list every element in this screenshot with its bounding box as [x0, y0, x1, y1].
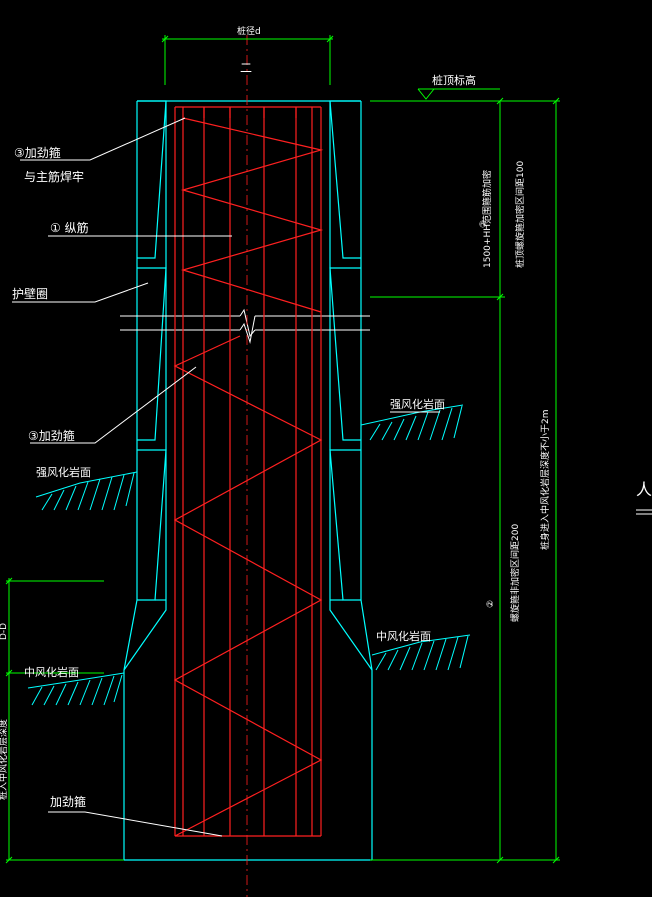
- pile-outline: [123, 100, 373, 861]
- strong-weathered-left-label: 强风化岩面: [36, 465, 91, 479]
- left-ring-2: [137, 267, 167, 441]
- right-ring-2: [329, 267, 361, 441]
- left-dimensions: [5, 577, 124, 864]
- stiffener-mid-label: ③加劲箍: [28, 428, 75, 443]
- leader-stiffener-top: [20, 117, 186, 161]
- right-ring-1: [329, 100, 361, 259]
- strong-weathered-hatch-left: [35, 471, 138, 511]
- dim-mid-number: ②: [486, 600, 496, 608]
- medium-weathered-hatch-left: [27, 672, 125, 706]
- stiffener-weld-label: ③加劲箍: [14, 145, 61, 160]
- dim-top-line1: 1500+HH范围箍筋加密: [481, 170, 493, 268]
- elevation-marker: [370, 88, 560, 102]
- edge-partial-lines: [636, 509, 652, 515]
- right-ring-3: [329, 449, 361, 601]
- leader-retaining-ring: [12, 282, 149, 303]
- dim-top-number: ②: [479, 220, 489, 228]
- bell-left: [123, 600, 167, 671]
- strong-weathered-hatch-right: [360, 404, 464, 441]
- top-ring-left-outer: [123, 101, 138, 860]
- edge-partial-text: 人: [636, 480, 652, 499]
- longitudinal-bar-label: ① 纵筋: [50, 220, 89, 235]
- center-mark: 二: [240, 61, 252, 75]
- stiffener-bottom-label: 加劲箍: [50, 794, 86, 809]
- dim-mid-line1: 螺旋箍非加密区间距200: [509, 524, 521, 622]
- rebar-cage: [173, 106, 324, 837]
- pile-top-elevation-label: 桩顶标高: [432, 73, 476, 87]
- leader-stiffener-bottom: [48, 811, 223, 837]
- medium-weathered-right-label: 中风化岩面: [376, 629, 431, 643]
- pile-diameter-label: 桩径d: [237, 25, 261, 37]
- left-ring-3: [137, 449, 167, 601]
- dim-left-side: 桩入中风化岩层深度: [0, 719, 9, 800]
- diameter-dimension: [161, 35, 334, 85]
- medium-weathered-hatch-right: [371, 634, 471, 671]
- dim-top-line2: 桩顶螺旋箍加密区间距100: [514, 161, 526, 268]
- bell-right: [329, 600, 373, 671]
- spiral-upper: [180, 117, 324, 313]
- leader-stiffener-mid: [30, 366, 197, 444]
- spiral-lower: [173, 335, 323, 837]
- leader-lines: [12, 117, 440, 837]
- dim-right-long: 桩身进入中风化岩层深度不小于2m: [539, 410, 551, 551]
- retaining-ring-label: 护壁圈: [12, 286, 48, 301]
- medium-weathered-left-label: 中风化岩面: [24, 665, 79, 679]
- dim-left-top: D-D: [0, 623, 9, 640]
- strong-weathered-right-label: 强风化岩面: [390, 397, 445, 411]
- top-ring-right-outer: [360, 101, 373, 860]
- stiffener-weld-label-2: 与主筋焊牢: [24, 169, 84, 184]
- left-ring-1: [137, 100, 167, 259]
- right-dimensions: [370, 97, 560, 864]
